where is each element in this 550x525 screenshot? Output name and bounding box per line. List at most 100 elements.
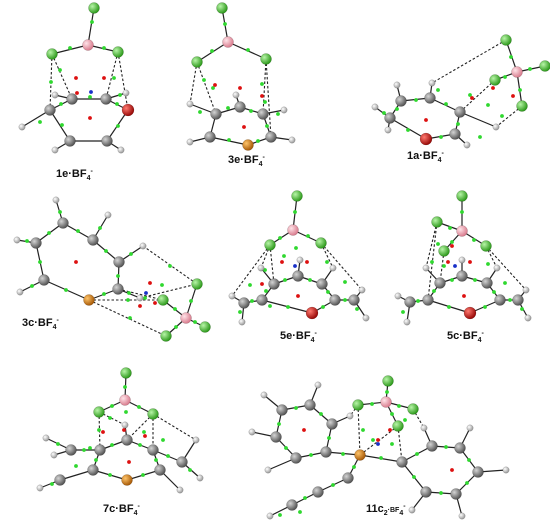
bond-critical-point [450,278,454,282]
cage-critical-point [89,90,93,94]
fluorine-atom [352,399,364,411]
bond-critical-point [108,416,112,420]
bond-critical-point [129,252,133,256]
bond-critical-point [264,289,268,293]
boron-atom [119,394,131,406]
ring-critical-point [242,125,246,129]
bond-critical-point [415,452,419,456]
bond-critical-point [60,123,64,127]
carbon-atom [30,237,42,249]
carbon-atom [238,297,250,309]
bond-critical-point [50,482,54,486]
ring-critical-point [122,428,126,432]
panel-1e [18,2,135,154]
panel-3c [13,196,211,342]
bond-critical-point [166,454,170,458]
hydrogen-atom [18,123,26,131]
bond-critical-point [303,496,307,500]
bond-critical-point [352,465,356,469]
bond-critical-point [88,446,92,450]
bond-critical-point [260,82,264,86]
bond-critical-point [248,283,252,287]
hydrogen-atom [384,126,392,134]
bond-critical-point [500,114,504,118]
hydrogen-atom [288,136,296,144]
bond-critical-point [450,240,454,244]
bond-critical-point [116,274,120,278]
bond-critical-point [486,262,490,266]
bond-critical-point [278,513,282,517]
hydrogen-atom [403,318,411,326]
hydrogen-atom [257,264,265,272]
bond-critical-point [385,390,389,394]
hydrogen-atom [228,292,236,300]
fluorine-atom [191,278,203,290]
fluorine-atom [489,74,501,86]
carbon-atom [256,294,268,306]
bond-critical-point [118,93,122,97]
bond-critical-point [406,128,410,132]
hydrogen-atom [522,286,530,294]
ring-critical-point [388,428,392,432]
ring-critical-point [143,434,147,438]
bond-critical-point [25,239,29,243]
bond-critical-point [64,288,68,292]
fluorine-atom [216,2,228,14]
ring-critical-point [102,76,106,80]
bond-critical-point [468,93,472,97]
carbon-atom [424,92,436,104]
label-1e: 1e·BF4- [56,168,93,182]
hydrogen-atom [458,512,466,520]
carbon-atom [87,234,99,246]
carbon-atom [94,444,106,456]
hydrogen-atom [264,466,272,474]
bond-critical-point [238,310,242,314]
fluorine-atom [539,60,550,72]
ring-critical-point [238,86,242,90]
hydrogen-atom [266,512,274,520]
hydrogen-atom [196,474,204,482]
carbon-atom [312,486,324,498]
bond-critical-point [127,291,131,295]
carbon-atom [204,131,216,143]
hydrogen-atom [420,424,428,432]
bond-critical-point [256,139,260,143]
bond-critical-point [412,475,416,479]
cage-critical-point [376,442,380,446]
bond-critical-point [390,412,394,416]
hydrogen-atom [121,421,129,429]
noncovalent-bond-path [495,105,523,128]
ring-critical-point [424,118,428,122]
bond-critical-point [486,103,490,107]
ring-critical-point [260,282,264,286]
bond-critical-point [327,436,331,440]
bond-path [49,109,71,142]
bond-critical-point [416,299,420,303]
bond-critical-point [518,88,522,92]
bond-critical-point [395,107,399,111]
carbon-atom [422,294,434,306]
carbon-atom [147,444,159,456]
noncovalent-bond-path [269,244,275,285]
hydrogen-atom [524,314,532,322]
carbon-atom [121,434,133,446]
noncovalent-bond-path [196,61,217,115]
noncovalent-bond-path [320,242,363,291]
bond-critical-point [341,452,345,456]
bond-critical-point [102,292,106,296]
hydrogen-atom [358,286,366,294]
fluorine-atom [456,190,468,202]
bond-critical-point [448,226,452,230]
carbon-atom [113,256,125,268]
fluorine-atom [199,321,211,333]
bond-critical-point [76,229,80,233]
carbon-atom [176,456,188,468]
fluorine-atom [382,375,394,387]
bond-critical-point [293,210,297,214]
bond-critical-point [126,298,130,302]
bond-critical-point [277,422,281,426]
hydrogen-atom [492,123,500,131]
ring-critical-point [511,94,515,98]
cage-critical-point [293,264,297,268]
ring-critical-point [302,428,306,432]
